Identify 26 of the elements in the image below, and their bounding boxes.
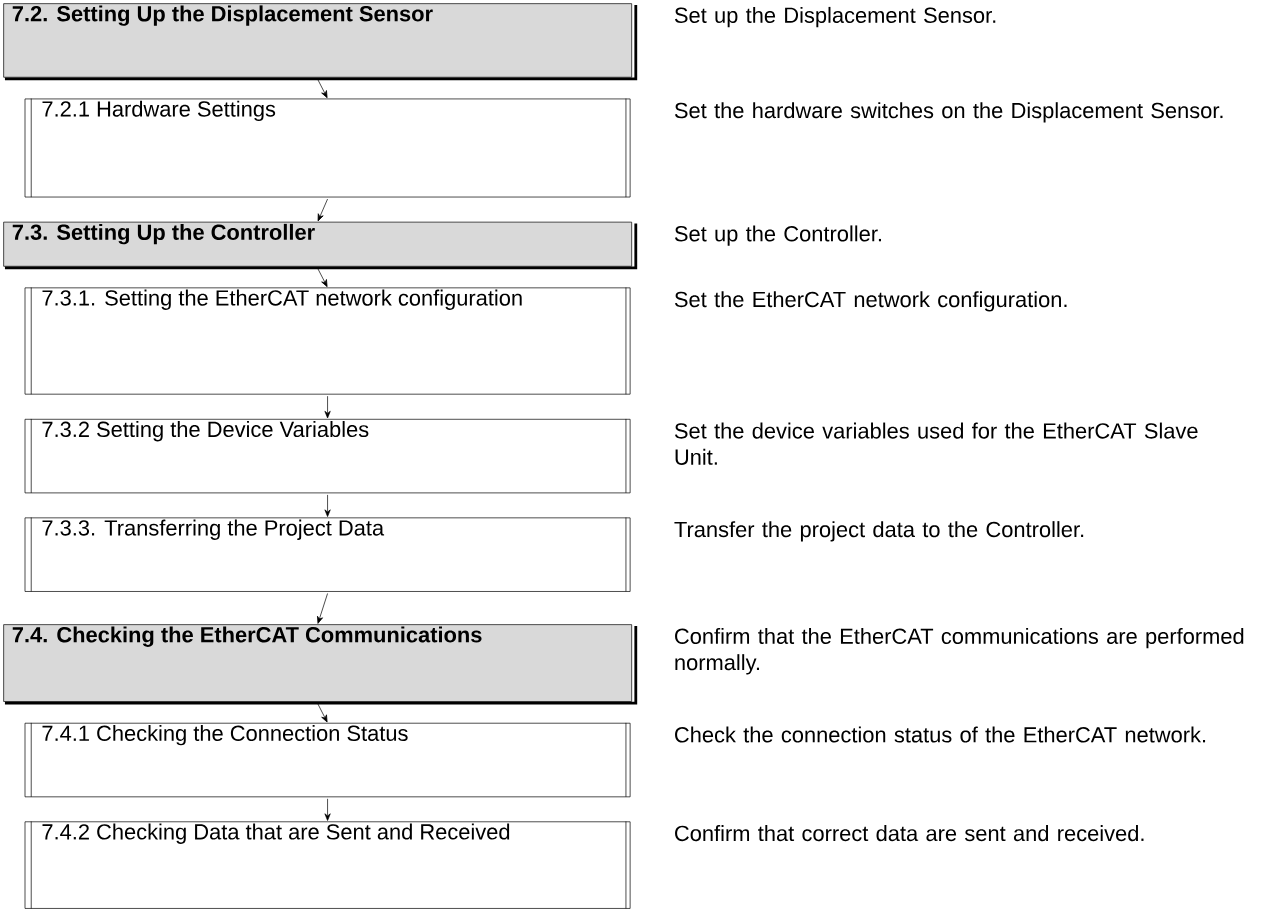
section-box: 7.3. Setting Up the Controller (3, 221, 638, 270)
arrow (317, 703, 328, 723)
description-text: Confirm that correct data are sent and received. (675, 825, 1144, 842)
description-text: Check the connection status of the EtherCAT network. (675, 726, 1206, 743)
step-box: 7.3.1. Setting the EtherCAT network configuration (24, 287, 631, 395)
description-text: Set the hardware switches on the Displacement Sensor. (674, 102, 1223, 123)
section-box: 7.4. Checking the EtherCAT Communications (3, 624, 638, 705)
arrow (324, 798, 331, 821)
arrow (317, 79, 328, 99)
arrow (317, 268, 328, 288)
arrow (324, 395, 331, 419)
step-box: 7.2.1 Hardware Settings (24, 98, 631, 198)
step-box: 7.4.1 Checking the Connection Status (24, 722, 631, 798)
description-text: Set the device variables used for the EtherCAT Slave Unit. (674, 422, 1198, 465)
section-box: 7.2. Setting Up the Displacement Sensor (3, 3, 638, 81)
step-box: 7.3.3. Transferring the Project Data (24, 517, 631, 592)
description-text: Set the EtherCAT network configuration. (674, 291, 1067, 312)
arrow (324, 494, 331, 517)
description-text: Transfer the project data to the Controller. (674, 521, 1084, 542)
step-box: 7.3.2 Setting the Device Variables (24, 418, 631, 494)
description-text: Set up the Displacement Sensor. (674, 7, 996, 28)
description-text: Set up the Controller. (674, 225, 881, 246)
arrow (317, 198, 328, 222)
description-text: Confirm that the EtherCAT communications are performed normally. (675, 628, 1244, 675)
arrow (317, 593, 328, 624)
step-box: 7.4.2 Checking Data that are Sent and Received (24, 821, 631, 909)
